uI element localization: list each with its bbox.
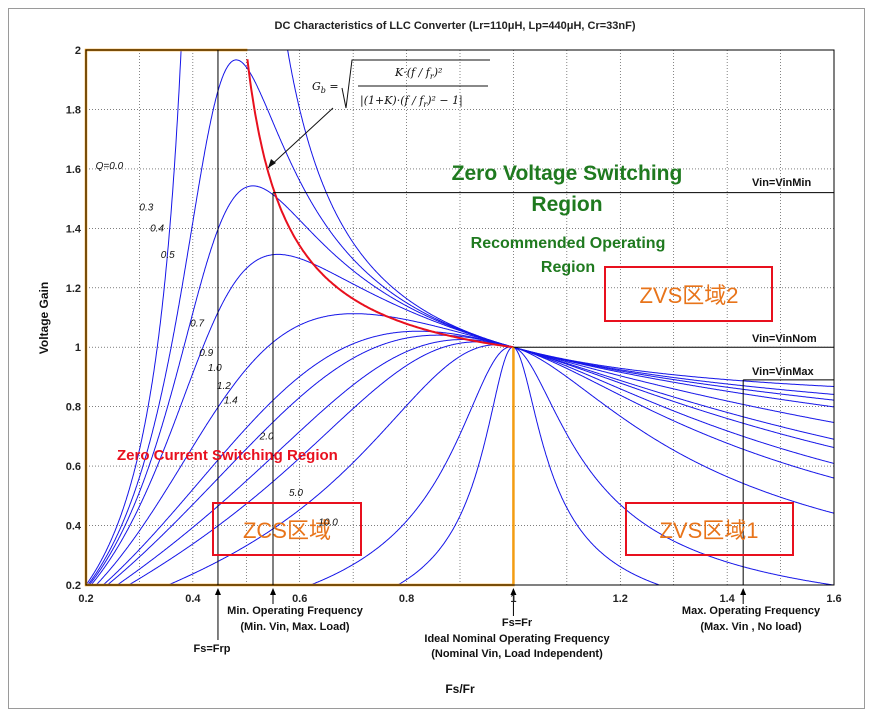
- x-tick-label: 1.6: [826, 593, 841, 605]
- zcs-region-title: Zero Current Switching Region: [117, 447, 338, 464]
- q-label: 5.0: [289, 488, 303, 499]
- gain-curve: [87, 59, 834, 585]
- y-tick-label: 0.8: [66, 402, 81, 414]
- plot-border: [85, 49, 835, 586]
- recommended-region-1: Recommended Operating: [471, 235, 666, 252]
- x-tick-label: 1.4: [719, 593, 735, 605]
- vin-min-label: Vin=VinMin: [752, 177, 811, 189]
- vin-max-label: Vin=VinMax: [752, 366, 815, 378]
- gain-curve: [102, 330, 834, 585]
- y-tick-label: 1.6: [66, 164, 81, 176]
- min-freq-label-2: (Min. Vin, Max. Load): [240, 621, 350, 633]
- x-tick-label: 0.2: [78, 593, 93, 605]
- gain-curve: [88, 185, 834, 585]
- max-freq-arrow-head: [740, 588, 747, 595]
- gain-curve: [127, 341, 834, 585]
- q-label: Q=0.0: [96, 161, 124, 172]
- y-tick-label: 1: [75, 342, 81, 354]
- q-label: 0.9: [199, 348, 213, 359]
- y-axis-label: Voltage Gain: [37, 282, 51, 354]
- q-labels: Q=0.0 0.3 0.4 0.5 0.7 0.9 1.0 1.2 1.4 2.0 5.0 10.0: [96, 161, 339, 529]
- zvs-boundary-curve: [246, 59, 514, 349]
- x-axis-label: Fs/Fr: [445, 682, 475, 696]
- gain-curve: [396, 346, 661, 585]
- y-tick-label: 0.4: [66, 521, 82, 533]
- x-tick-label: 1.2: [613, 593, 628, 605]
- formula-lhs: Gb =: [312, 80, 339, 95]
- x-tick-label: 0.4: [185, 593, 201, 605]
- zvs-region-title-1: Zero Voltage Switching: [452, 162, 683, 185]
- y-tick-label: 2: [75, 45, 81, 57]
- ideal-freq-label-1: Ideal Nominal Operating Frequency: [424, 633, 610, 645]
- chart-frame: [8, 8, 865, 709]
- q-label: 1.4: [224, 396, 238, 407]
- y-tick-label: 1.8: [66, 104, 81, 116]
- gain-curve: [106, 334, 834, 585]
- q-label: 0.5: [161, 250, 175, 261]
- max-freq-label-2: (Max. Vin , No load): [700, 621, 802, 633]
- ideal-freq-label-2: (Nominal Vin, Load Independent): [431, 648, 603, 660]
- q-label: 0.3: [139, 203, 153, 214]
- max-freq-label-1: Max. Operating Frequency: [682, 605, 821, 617]
- y-tick-label: 1.4: [66, 223, 82, 235]
- formula-denominator: |(1+K)·(f / fr)² − 1|: [360, 94, 463, 109]
- gain-curve: [90, 253, 834, 585]
- operating-markers: [214, 50, 834, 640]
- min-freq-label-1: Min. Operating Frequency: [227, 605, 364, 617]
- q-label: 10.0: [318, 518, 338, 529]
- gain-curve: [95, 313, 834, 585]
- tick-labels: 0.2 0.4 0.6 0.8 1 1.2 1.4 1.6 0.2 0.4 0.6 0.8 1 1.2 1.…: [66, 45, 842, 605]
- min-freq-arrow-head: [270, 588, 276, 595]
- zvs-box-1: [625, 502, 794, 556]
- q-label: 1.2: [217, 381, 231, 392]
- y-tick-label: 0.2: [66, 580, 81, 592]
- q-label: 0.7: [190, 318, 204, 329]
- q-label: 0.4: [150, 223, 164, 234]
- q-label: 2.0: [259, 431, 274, 442]
- gain-curve: [116, 339, 834, 585]
- zcs-box: [212, 502, 362, 556]
- formula-pointer-arrowhead: [268, 159, 276, 168]
- formula-pointer: [267, 107, 334, 169]
- fs-fr-arrow-head: [510, 588, 517, 595]
- y-tick-label: 1.2: [66, 283, 81, 295]
- zvs-box-2: [604, 266, 773, 322]
- gain-formula: Gb = K·(f / fr)² |(1+K)·(f / fr)² − 1|: [267, 59, 490, 169]
- zcs-box-label: ZCS区域: [243, 518, 331, 543]
- formula-radical: [341, 59, 490, 109]
- fs-frp-label: Fs=Frp: [194, 643, 231, 655]
- fs-fr-label: Fs=Fr: [502, 617, 533, 629]
- x-tick-label: 1: [510, 593, 516, 605]
- grid: [86, 50, 835, 585]
- q-label: 1.0: [208, 363, 222, 374]
- gain-curve: [308, 346, 834, 585]
- x-tick-label: 0.8: [399, 593, 414, 605]
- y-tick-label: 0.6: [66, 461, 81, 473]
- recommended-region-2: Region: [541, 259, 595, 276]
- zvs-box-1-label: ZVS区域1: [659, 518, 758, 543]
- zvs-region-title-2: Region: [531, 193, 602, 216]
- zvs-box-2-label: ZVS区域2: [639, 283, 738, 308]
- chart-title: DC Characteristics of LLC Converter (Lr=…: [275, 20, 636, 32]
- gain-curves: [86, 50, 834, 585]
- frp-arrow-head: [214, 588, 221, 595]
- vin-nom-label: Vin=VinNom: [752, 333, 817, 345]
- formula-numerator: K·(f / fr)²: [394, 66, 442, 81]
- gain-curve: [166, 344, 834, 585]
- x-tick-label: 0.6: [292, 593, 307, 605]
